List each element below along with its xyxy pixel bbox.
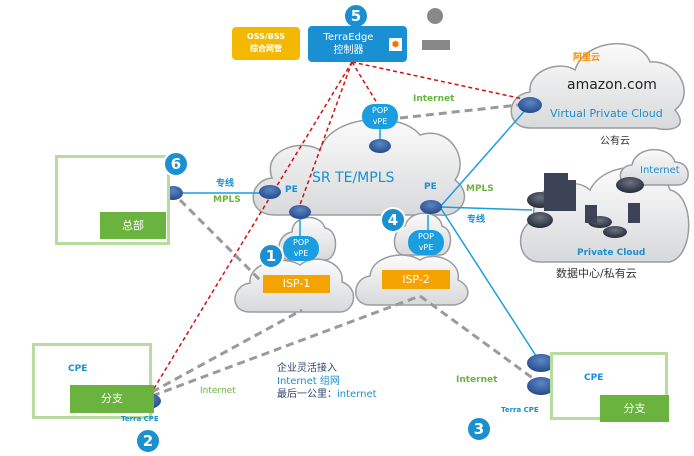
branch-left-cpe-label: CPE — [68, 364, 88, 374]
public-cloud-caption: 公有云 — [600, 136, 630, 147]
private-internet-label: Internet — [640, 165, 680, 176]
badge-3: 3 — [466, 416, 492, 442]
pop-label: POP — [418, 232, 434, 241]
badge-6: 6 — [163, 151, 189, 177]
hq-mpls-label: MPLS — [213, 195, 241, 205]
controller-logo-icon: ✹ — [389, 38, 402, 51]
hq-label: 总部 — [100, 212, 166, 239]
controller-subtitle: 控制器 — [333, 45, 364, 56]
top-internet-label: Internet — [413, 94, 455, 104]
public-cloud-shape — [510, 42, 685, 131]
oss-bss-box[interactable]: OSS/BSS 综合网管 — [232, 27, 300, 60]
pe-left-label: PE — [285, 185, 298, 195]
branch-left-device-label: Terra CPE — [121, 415, 159, 423]
private-cloud-label: Private Cloud — [577, 248, 646, 258]
internet-links — [151, 102, 539, 398]
isp-1-label: ISP-1 — [263, 275, 330, 293]
note-line-1: 企业灵活接入 — [277, 363, 337, 374]
branch-right-internet-label: Internet — [456, 375, 498, 385]
isp-2-label: ISP-2 — [382, 270, 450, 289]
right-leased-label: 专线 — [467, 215, 486, 225]
note-line-3-suffix: internet — [337, 389, 377, 400]
oss-subtitle: 综合网管 — [250, 44, 282, 53]
badge-2: 2 — [135, 428, 161, 454]
pop-vpe-left: POP vPE — [283, 236, 319, 261]
controller-title: TerraEdge — [323, 32, 374, 43]
red-controller-links — [149, 61, 529, 396]
pop-label: POP — [293, 238, 309, 247]
right-mpls-label: MPLS — [466, 184, 494, 194]
branch-left-label: 分支 — [70, 385, 154, 413]
access-notes: 企业灵活接入 Internet 组网 最后一公里：internet — [277, 362, 377, 401]
badge-1: 1 — [258, 243, 284, 269]
private-cloud-caption: 数据中心/私有云 — [556, 267, 637, 280]
vpe-label: vPE — [418, 243, 434, 252]
hq-leased-label: 专线 — [216, 179, 235, 189]
pop-label: POP — [372, 106, 388, 115]
branch-right-device-label: Terra CPE — [501, 406, 539, 414]
pop-vpe-right: POP vPE — [408, 230, 444, 255]
pe-right-label: PE — [424, 182, 437, 192]
mpls-links — [180, 106, 541, 363]
branch-right-cpe-label: CPE — [584, 373, 604, 383]
core-label: SR TE/MPLS — [312, 170, 395, 186]
branch-left-internet-label: Internet — [200, 386, 236, 396]
badge-4: 4 — [380, 207, 406, 233]
note-line-2: Internet 组网 — [277, 376, 340, 387]
vpc-label: Virtual Private Cloud — [550, 107, 663, 120]
pop-vpe-top: POP vPE — [362, 104, 398, 129]
oss-title: OSS/BSS — [246, 32, 286, 41]
vpe-label: vPE — [372, 117, 388, 126]
vpe-label: vPE — [293, 249, 309, 258]
badge-5: 5 — [343, 3, 369, 29]
aliyun-logo: 阿里云 — [573, 53, 601, 63]
branch-right-label: 分支 — [600, 395, 669, 422]
amazon-logo: amazon.com — [567, 77, 657, 93]
note-line-3-prefix: 最后一公里： — [277, 389, 337, 400]
terraedge-controller-box[interactable]: TerraEdge 控制器 ✹ — [308, 26, 407, 62]
